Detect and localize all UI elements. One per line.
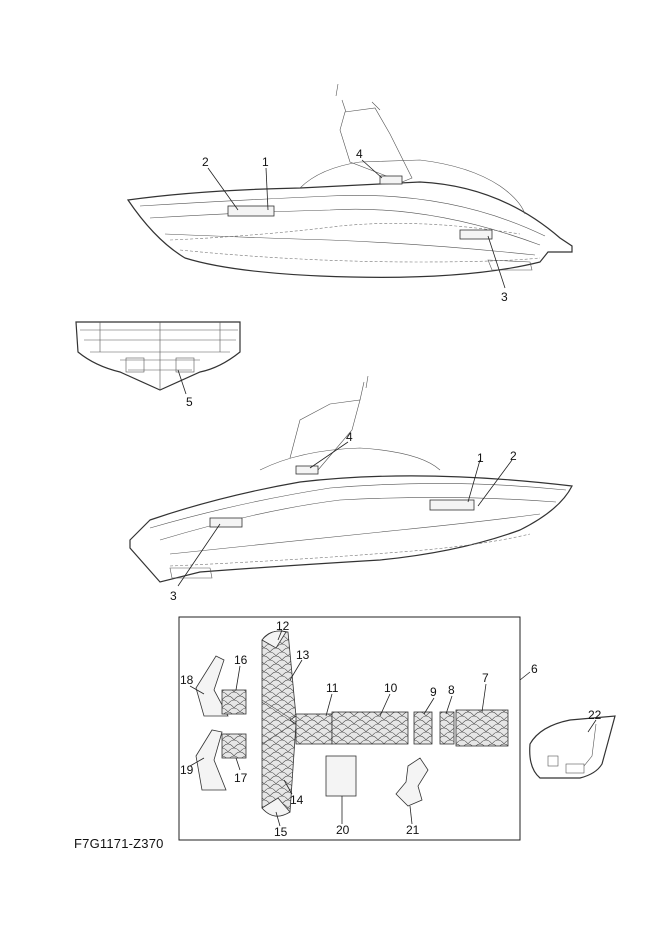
callout-kit-20: 20 (336, 823, 350, 837)
decal-4-mid (295, 465, 319, 475)
callout-kit-21: 21 (406, 823, 420, 837)
decal-4-top (379, 175, 403, 185)
callout-kit-16: 16 (234, 653, 248, 667)
leader-lines-top (207, 159, 506, 289)
part-20 (325, 755, 357, 797)
decal-kit-frame (178, 616, 521, 841)
boat-side-view-middle (129, 375, 573, 583)
callout-kit-14: 14 (290, 793, 304, 807)
part-8 (439, 711, 455, 745)
callout-stern-5: 5 (186, 395, 193, 409)
callout-kit-22: 22 (588, 708, 602, 722)
callout-top-1: 1 (262, 155, 269, 169)
part-10 (331, 711, 409, 745)
callout-kit-7: 7 (482, 671, 489, 685)
callout-top-2: 2 (202, 155, 209, 169)
part-16 (221, 689, 247, 715)
decal-3-top (459, 229, 493, 240)
decal-kit-parts (195, 630, 509, 817)
callout-mid-4: 4 (346, 430, 353, 444)
callout-kit-15: 15 (274, 825, 288, 839)
callout-kit-18: 18 (180, 673, 194, 687)
part-7 (455, 709, 509, 747)
callout-kit-11: 11 (326, 681, 339, 695)
leader-lines-kit (189, 629, 597, 827)
part-21 (395, 757, 429, 807)
callout-top-4: 4 (356, 147, 363, 161)
callout-kit-13: 13 (296, 648, 310, 662)
part-15 (261, 797, 291, 817)
callout-kit-12: 12 (276, 619, 290, 633)
callout-kit-17: 17 (234, 771, 248, 785)
part-11 (295, 713, 333, 745)
boat-stern-view (75, 321, 241, 391)
boat-side-view-top (126, 83, 573, 278)
drawing-code: F7G1171-Z370 (74, 836, 164, 851)
callout-mid-1: 1 (477, 451, 484, 465)
part-9 (413, 711, 433, 745)
callout-mid-3: 3 (170, 589, 177, 603)
callout-kit-10: 10 (384, 681, 398, 695)
callout-kit-8: 8 (448, 683, 455, 697)
part-13 (261, 630, 297, 816)
callout-kit-6: 6 (531, 662, 538, 676)
callout-kit-9: 9 (430, 685, 437, 699)
leader-lines-mid (177, 441, 513, 587)
callout-kit-19: 19 (180, 763, 194, 777)
part-19 (195, 729, 227, 791)
decal-1-top (227, 205, 275, 217)
callout-top-3: 3 (501, 290, 508, 304)
decal-3-mid (209, 517, 243, 528)
decal-1-mid (429, 499, 475, 511)
part-18 (195, 655, 229, 717)
part-17 (221, 733, 247, 759)
callout-mid-2: 2 (510, 449, 517, 463)
part-22 (529, 715, 616, 779)
